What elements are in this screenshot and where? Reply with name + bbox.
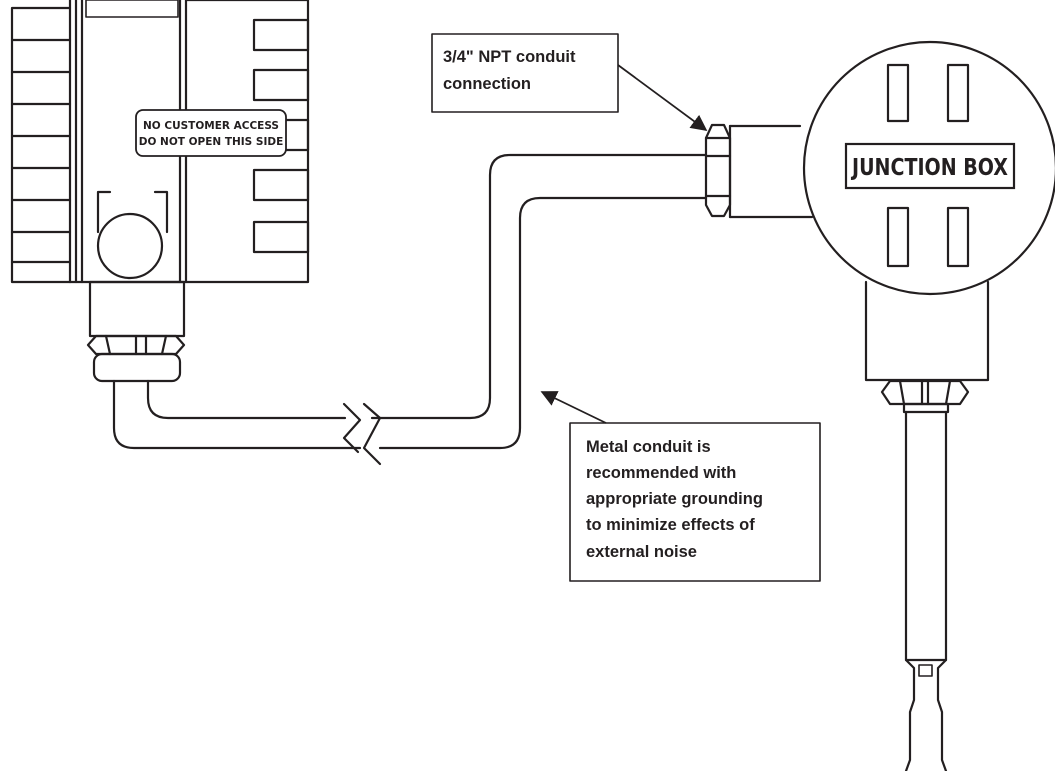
conduit-callout-arrow xyxy=(540,391,607,424)
npt-callout-line-2: connection xyxy=(443,75,531,93)
junction-box-label: JUNCTION BOX xyxy=(850,155,1008,181)
warning-line-1: NO CUSTOMER ACCESS xyxy=(143,120,279,132)
conduit-entry-nut xyxy=(704,123,732,218)
cable-port xyxy=(96,212,164,280)
npt-callout-line-1: 3/4" NPT conduit xyxy=(443,48,576,66)
transmitter-housing: NO CUSTOMER ACCESS DO NOT OPEN THIS SIDE xyxy=(10,0,310,338)
metal-conduit xyxy=(112,153,708,466)
junction-box-cover xyxy=(802,40,1055,296)
left-cooling-fins xyxy=(10,6,72,284)
warning-label: NO CUSTOMER ACCESS DO NOT OPEN THIS SIDE xyxy=(135,109,287,157)
conduit-callout-line-3: appropriate grounding xyxy=(586,490,763,508)
junction-box: JUNCTION BOX xyxy=(704,40,1055,771)
npt-callout: 3/4" NPT conduit connection xyxy=(431,33,708,131)
metal-conduit-callout: Metal conduit is recommended with approp… xyxy=(540,391,821,582)
warning-line-2: DO NOT OPEN THIS SIDE xyxy=(139,136,284,148)
conduit-callout-line-5: external noise xyxy=(586,543,697,561)
transmitter-neck xyxy=(88,280,186,338)
conduit-callout-line-1: Metal conduit is xyxy=(586,438,711,456)
conduit-callout-line-2: recommended with xyxy=(586,464,736,482)
conduit-callout-line-4: to minimize effects of xyxy=(586,516,755,534)
npt-callout-arrow xyxy=(617,64,708,131)
left-cable-gland xyxy=(86,334,186,383)
